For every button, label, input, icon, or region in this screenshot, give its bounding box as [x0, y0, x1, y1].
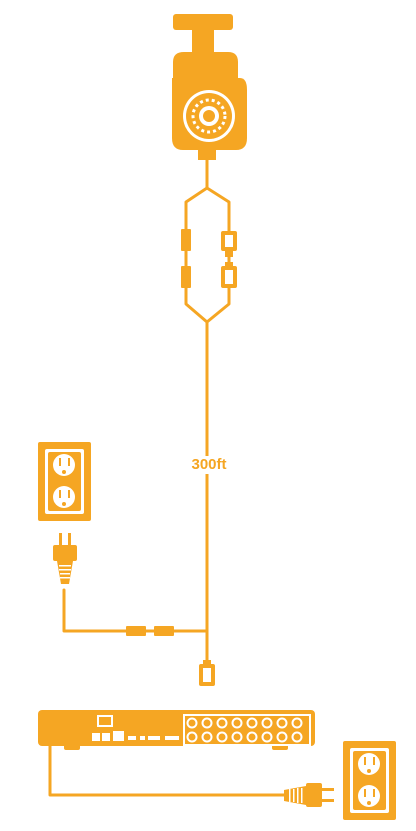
dvr-recorder-icon — [38, 710, 315, 750]
power-connector-icon — [154, 626, 174, 636]
cable-length-label: 300ft — [186, 456, 232, 474]
cable-connectors — [126, 229, 237, 686]
power-plug-icon — [53, 533, 77, 584]
dvr-power-cable — [48, 743, 290, 797]
power-plug-icon — [284, 783, 334, 807]
wall-outlet-icon — [38, 442, 91, 521]
power-connector-icon — [126, 626, 146, 636]
bnc-connector-icon — [221, 231, 237, 257]
bnc-connector-icon — [199, 660, 215, 686]
cables — [48, 158, 290, 797]
bnc-connector-icon — [221, 262, 237, 288]
camera-icon — [172, 14, 247, 160]
wall-outlet-icon — [343, 741, 396, 820]
power-branch-cable — [62, 588, 209, 633]
camera-cable-top — [184, 158, 209, 662]
power-connector-icon — [181, 266, 191, 288]
power-connector-icon — [181, 229, 191, 251]
